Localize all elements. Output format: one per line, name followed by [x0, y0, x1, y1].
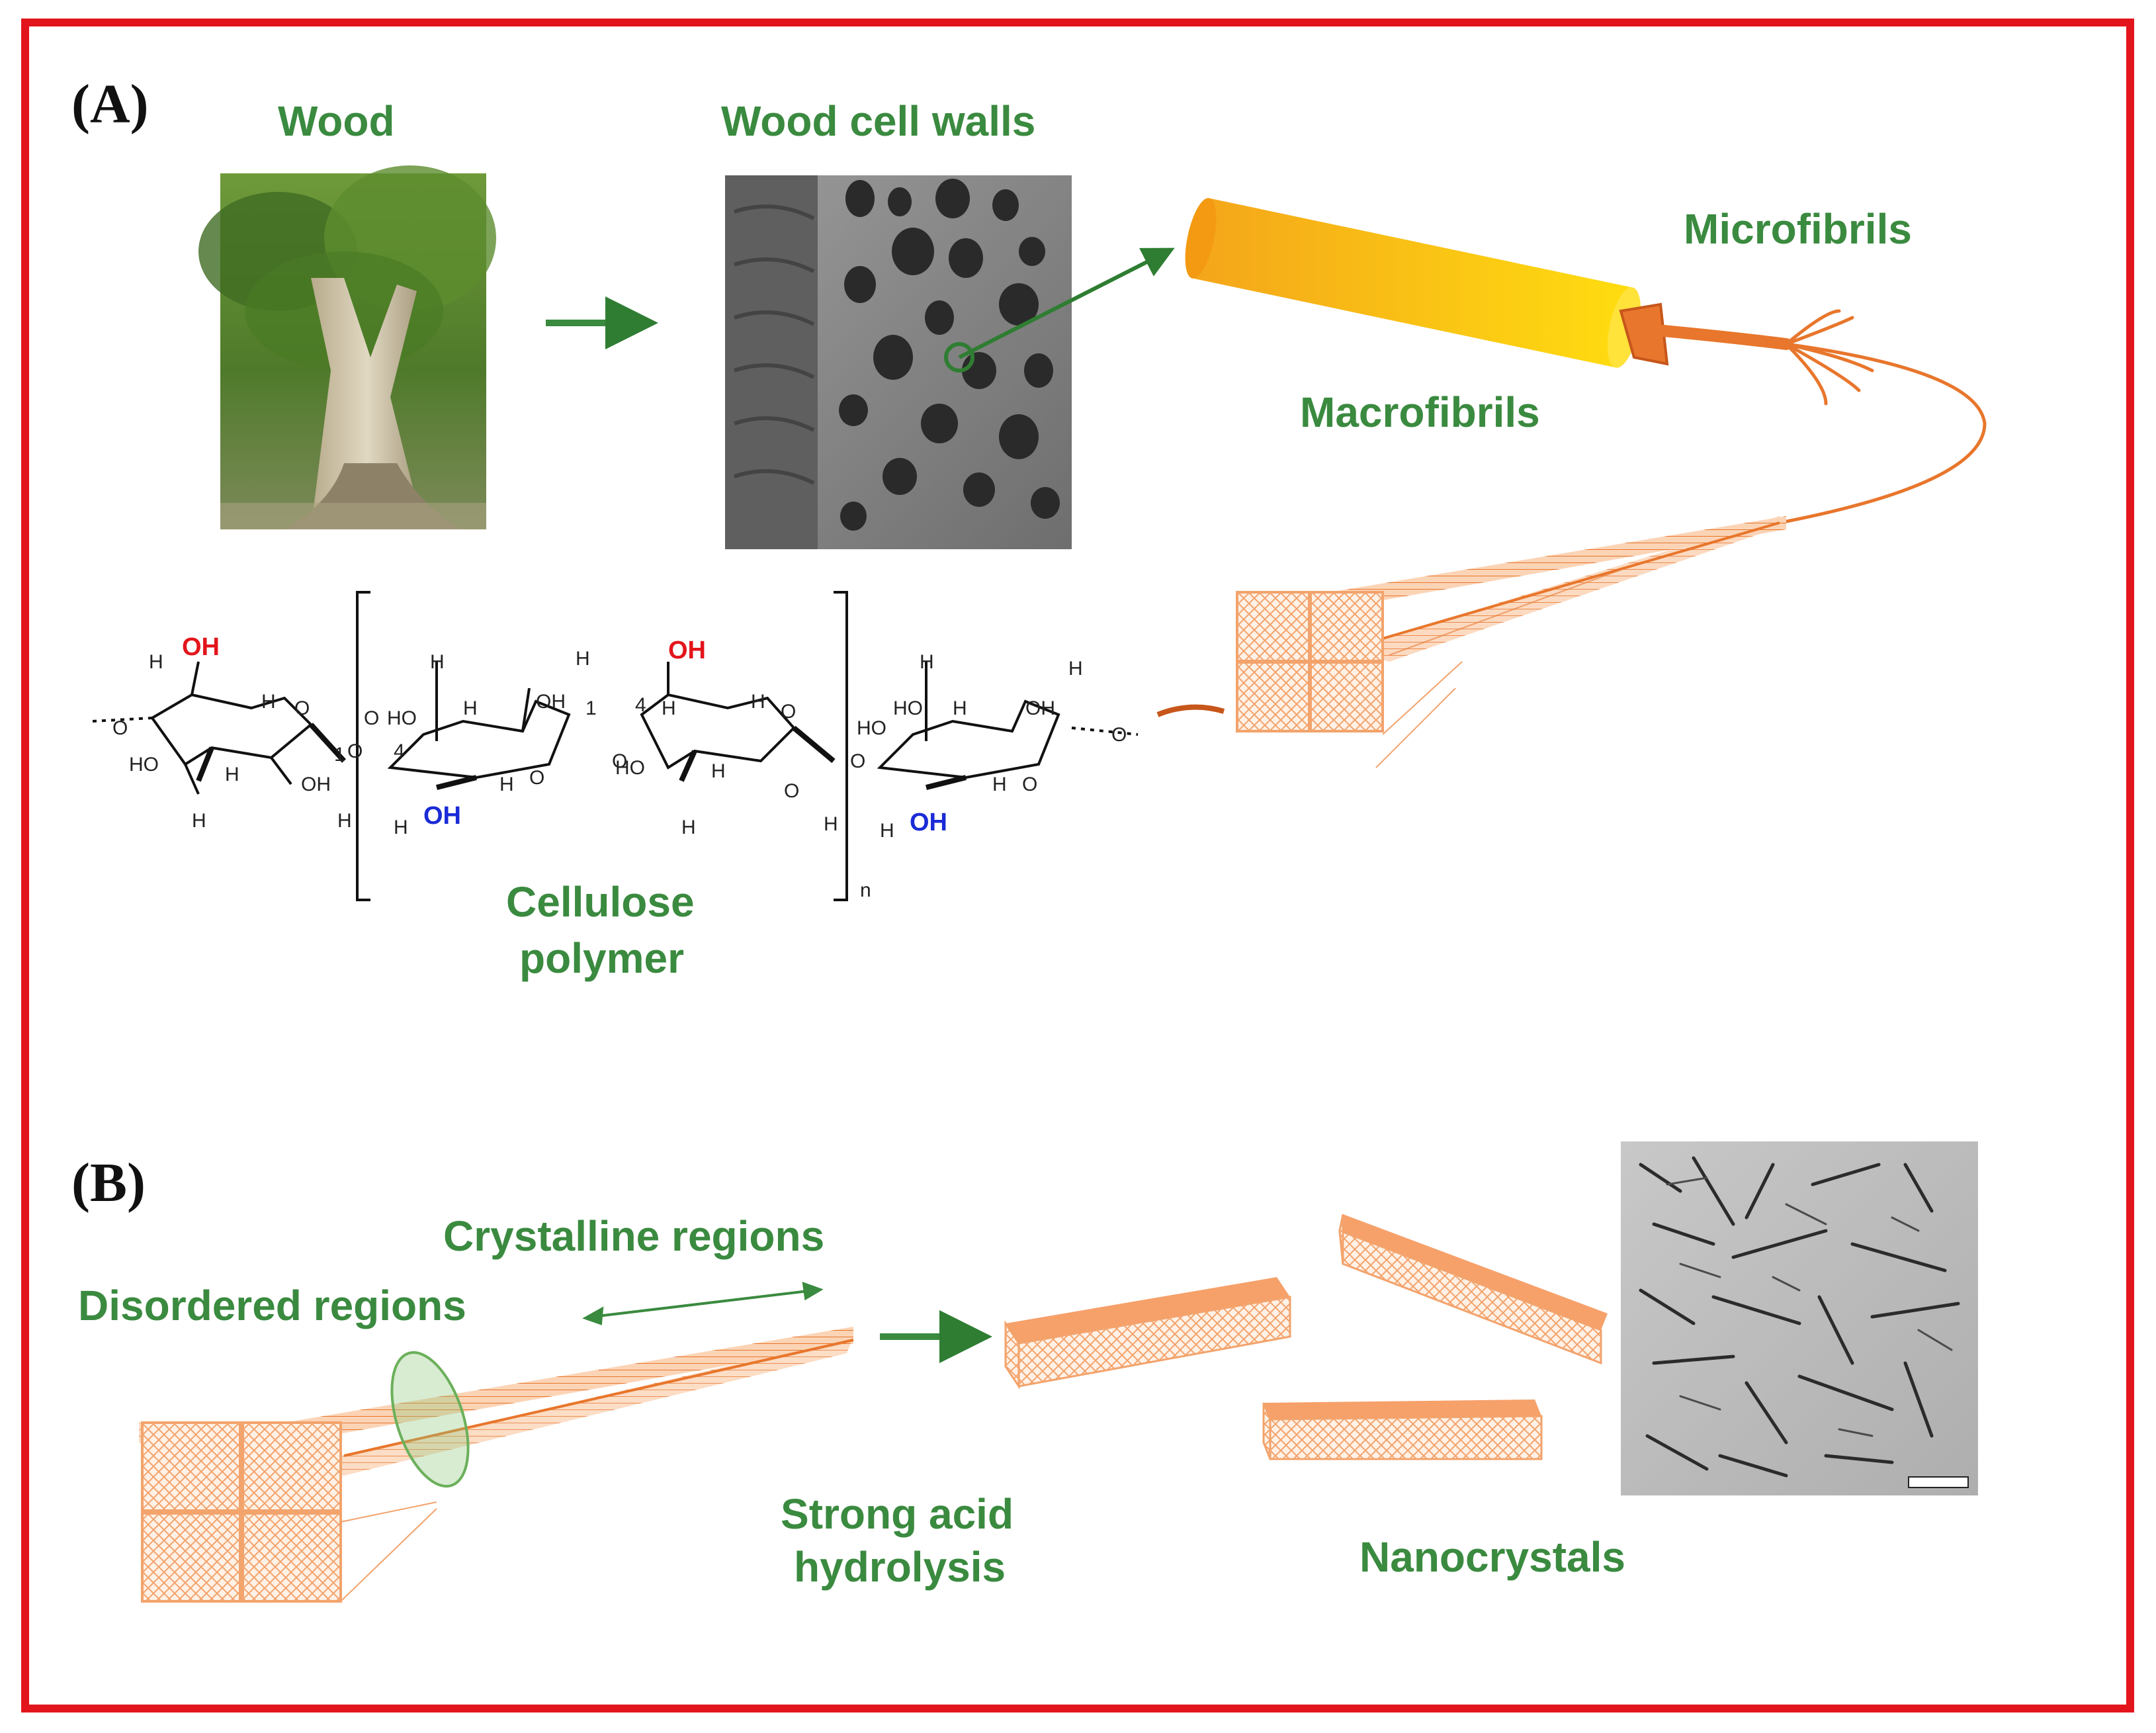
- svg-text:HO: HO: [129, 754, 159, 776]
- nanocrystal-3: [1262, 1400, 1543, 1460]
- svg-text:OH: OH: [1025, 697, 1055, 719]
- svg-text:OH: OH: [668, 637, 706, 664]
- wood-tree-image: [198, 165, 496, 529]
- tem-micrograph-image: [1621, 1141, 1978, 1495]
- svg-text:HO: HO: [387, 707, 417, 729]
- svg-text:H: H: [880, 820, 894, 842]
- panel-a-tag: (A): [71, 73, 149, 135]
- svg-text:H: H: [824, 813, 838, 835]
- crystalline-regions-label: Crystalline regions: [443, 1212, 824, 1260]
- svg-text:H: H: [149, 651, 163, 673]
- cellulose-label-line1: Cellulose: [506, 878, 695, 926]
- svg-text:OH: OH: [423, 802, 461, 830]
- svg-text:H: H: [681, 817, 696, 838]
- svg-text:O: O: [612, 750, 627, 772]
- svg-text:H: H: [261, 691, 276, 713]
- svg-text:H: H: [576, 648, 590, 670]
- svg-text:OH: OH: [536, 691, 566, 713]
- svg-text:O: O: [294, 697, 310, 719]
- svg-text:H: H: [430, 651, 445, 673]
- crystalline-span-arrow: [582, 1282, 824, 1325]
- svg-text:O: O: [529, 767, 544, 789]
- svg-text:O: O: [1111, 724, 1127, 746]
- svg-text:O: O: [364, 707, 379, 729]
- svg-text:H: H: [225, 764, 239, 785]
- svg-text:n: n: [860, 879, 871, 901]
- svg-text:O: O: [1022, 774, 1037, 795]
- svg-text:4: 4: [635, 694, 646, 716]
- disordered-region-highlight: [390, 1351, 470, 1488]
- svg-text:H: H: [953, 697, 967, 719]
- svg-text:H: H: [192, 810, 206, 832]
- zoom-circle: [944, 342, 974, 373]
- svg-text:1: 1: [585, 697, 597, 719]
- disordered-regions-label: Disordered regions: [78, 1282, 466, 1329]
- svg-text:1: 1: [334, 744, 345, 766]
- wood-cell-walls-label: Wood cell walls: [721, 97, 1035, 145]
- fibril-bundle-b: [139, 1327, 854, 1603]
- cellulose-structure: [92, 591, 1139, 901]
- svg-text:O: O: [347, 740, 363, 762]
- hydrolysis-label-line2: hydrolysis: [794, 1543, 1006, 1591]
- macrofibril-cylinder: [1185, 198, 1641, 368]
- macrofibrils-label: Macrofibrils: [1300, 388, 1540, 436]
- panel-b-tag: (B): [71, 1152, 146, 1214]
- svg-text:HO: HO: [893, 697, 923, 719]
- svg-text:HO: HO: [615, 757, 645, 779]
- svg-text:OH: OH: [910, 809, 947, 836]
- tem-scale-bar: [1908, 1476, 1969, 1488]
- svg-text:H: H: [711, 760, 726, 782]
- svg-text:H: H: [662, 697, 676, 719]
- svg-text:O: O: [850, 750, 865, 772]
- chain-connector: [1156, 704, 1225, 717]
- wood-cell-walls-sem-image: [725, 175, 1072, 549]
- nanocrystals-label: Nanocrystals: [1359, 1533, 1625, 1581]
- svg-text:H: H: [751, 691, 765, 713]
- nanocrystal-1: [1004, 1277, 1291, 1390]
- microfibril-strands: [1619, 302, 1987, 525]
- figure-border: [21, 19, 2134, 1712]
- svg-text:O: O: [112, 717, 128, 739]
- cellulose-atom-labels: O H OH H O HO H OH H 1 O H O HO 4 H H OH…: [112, 633, 1127, 901]
- wood-label: Wood: [278, 97, 395, 145]
- svg-text:H: H: [1068, 658, 1083, 680]
- svg-text:OH: OH: [301, 774, 331, 795]
- hydrolysis-label-line1: Strong acid: [781, 1490, 1013, 1538]
- svg-text:HO: HO: [857, 717, 886, 739]
- svg-text:H: H: [992, 774, 1007, 795]
- svg-text:H: H: [499, 774, 514, 795]
- svg-text:O: O: [784, 780, 799, 802]
- svg-text:H: H: [463, 697, 478, 719]
- svg-text:OH: OH: [182, 633, 220, 661]
- nanocrystal-2: [1338, 1214, 1608, 1365]
- zoom-arrow: [958, 247, 1175, 359]
- svg-text:O: O: [781, 701, 796, 723]
- cellulose-label-line2: polymer: [519, 934, 684, 982]
- svg-text:H: H: [920, 651, 934, 673]
- microfibrils-label: Microfibrils: [1684, 205, 1912, 253]
- svg-text:H: H: [394, 817, 408, 838]
- cellulose-fibril-bundle: [1236, 516, 1786, 768]
- svg-text:H: H: [337, 810, 352, 832]
- svg-text:4: 4: [394, 740, 405, 762]
